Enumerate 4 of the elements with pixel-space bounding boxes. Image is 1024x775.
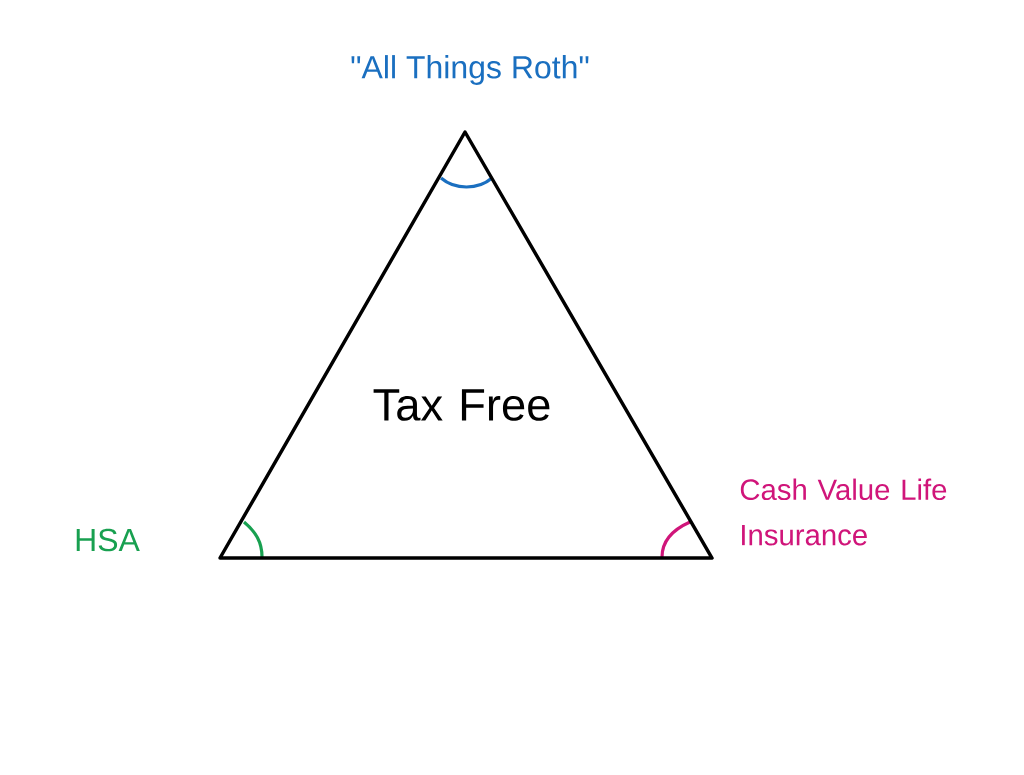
triangle: Tax Free <box>218 130 714 560</box>
label: Cash Value Life Insurance <box>740 478 947 546</box>
label: HSA <box>76 528 140 552</box>
label: "All Things Roth" <box>351 55 589 85</box>
